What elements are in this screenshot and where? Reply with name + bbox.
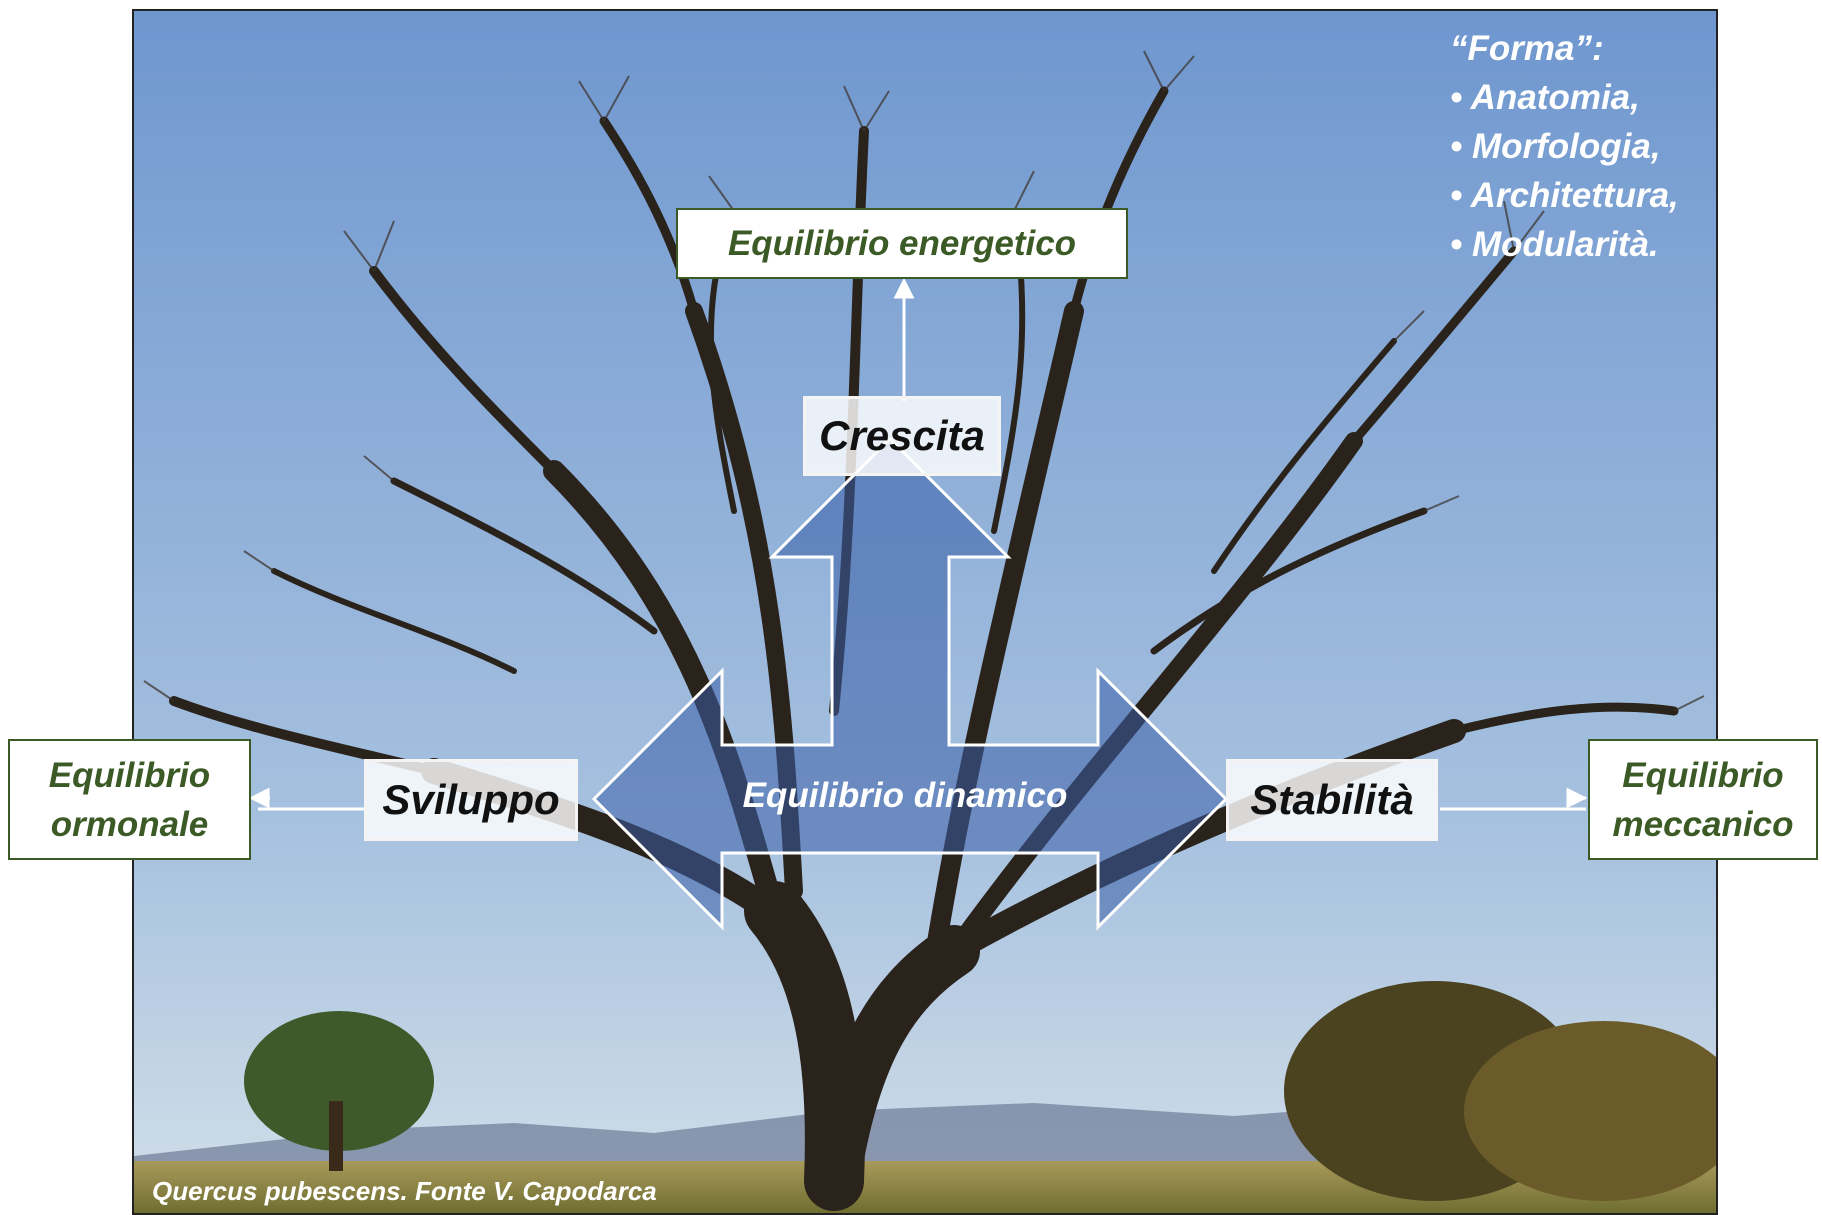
forma-title: “Forma”:: [1450, 29, 1604, 68]
development-label: Sviluppo: [382, 776, 560, 823]
hormonal-equilibrium-box: Equilibrio ormonale: [8, 739, 251, 860]
growth-label-box: Crescita: [803, 396, 1001, 476]
twig-texture: [143, 50, 1705, 712]
forma-list: “Forma”: • Anatomia, • Morfologia, • Arc…: [1450, 24, 1679, 269]
mechanical-equilibrium-box: Equilibrio meccanico: [1588, 739, 1818, 860]
dynamic-equilibrium-label: Equilibrio dinamico: [742, 776, 1068, 815]
forma-item: • Morfologia,: [1450, 127, 1661, 166]
development-label-box: Sviluppo: [364, 759, 578, 841]
growth-label: Crescita: [819, 412, 985, 459]
mechanical-equilibrium-line2: meccanico: [1612, 804, 1794, 844]
connector-arrows: [258, 277, 1586, 811]
dynamic-equilibrium-arrow: [591, 436, 1229, 931]
left-bush: [244, 1011, 434, 1151]
photo-caption: Quercus pubescens. Fonte V. Capodarca: [152, 1176, 657, 1206]
forma-item: • Architettura,: [1450, 176, 1679, 215]
stability-label-box: Stabilità: [1226, 759, 1438, 841]
energetic-equilibrium-label: Equilibrio energetico: [727, 224, 1077, 263]
energetic-equilibrium-box: Equilibrio energetico: [676, 208, 1128, 279]
forma-item: • Modularità.: [1450, 225, 1659, 264]
stability-label: Stabilità: [1250, 776, 1414, 823]
hormonal-equilibrium-line2: ormonale: [50, 804, 209, 844]
forma-item: • Anatomia,: [1450, 78, 1640, 117]
hormonal-equilibrium-line1: Equilibrio: [48, 755, 211, 795]
mechanical-equilibrium-line1: Equilibrio: [1622, 755, 1784, 795]
